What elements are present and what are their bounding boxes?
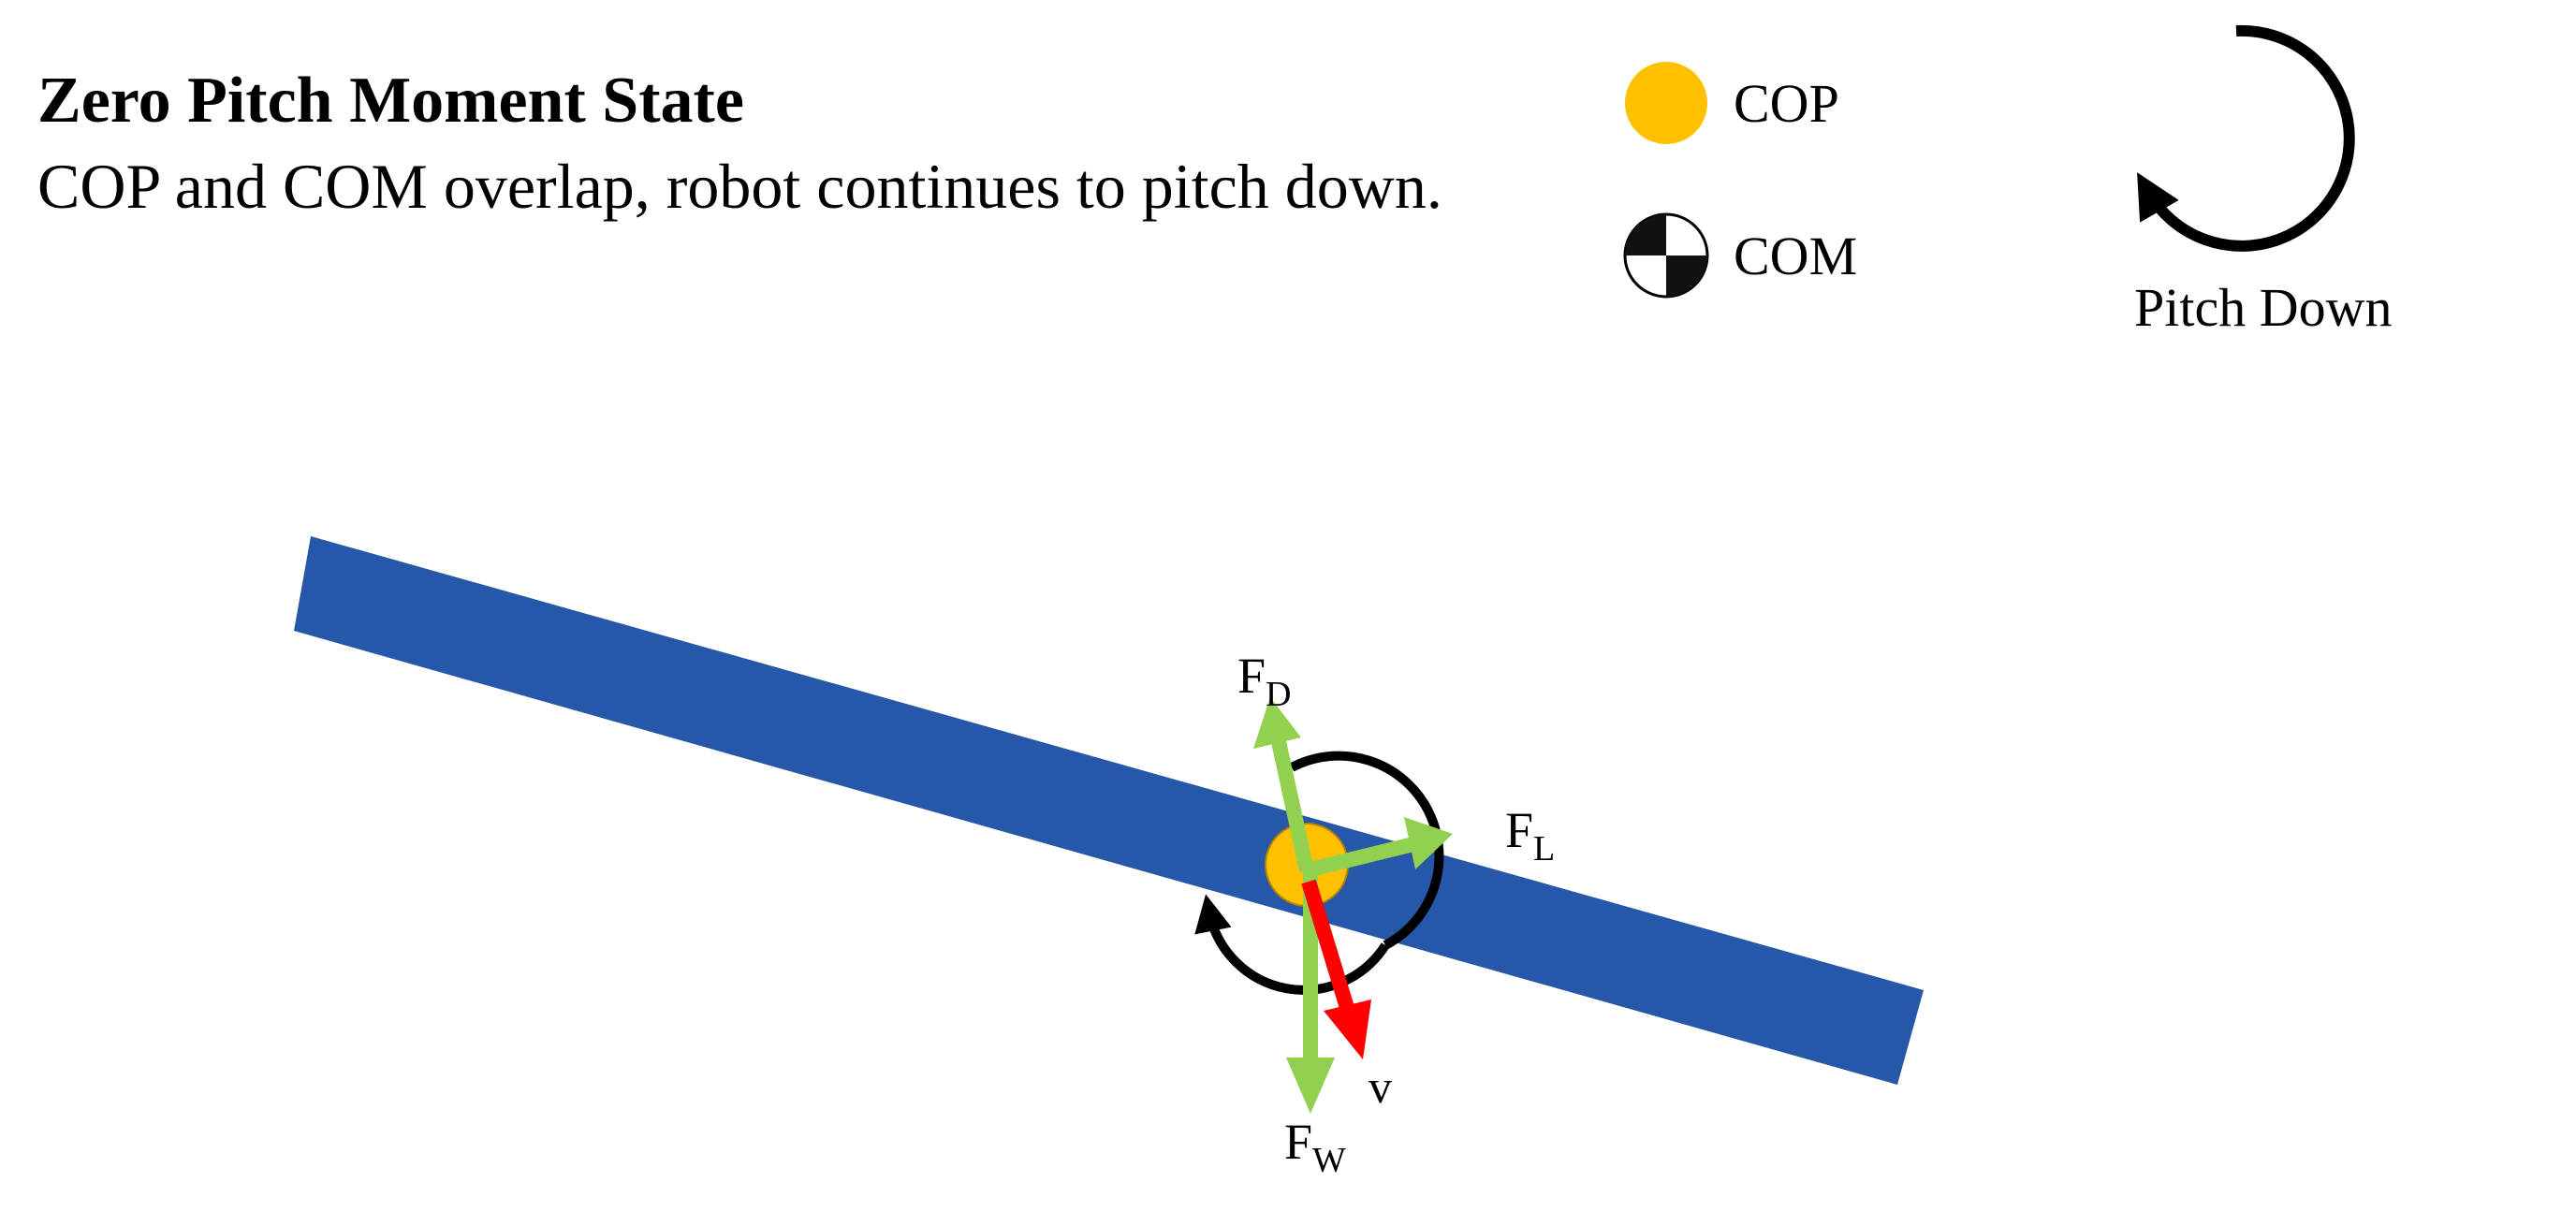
velocity-label: v: [1368, 1060, 1392, 1113]
moment-arc-icon: [1289, 751, 1444, 950]
pitch-down-label: Pitch Down: [2134, 277, 2393, 338]
drag-force-label: FD: [1237, 648, 1292, 714]
cop-legend-icon: [1625, 62, 1707, 144]
diagram-title: Zero Pitch Moment State: [37, 65, 744, 137]
velocity-arrow: [1301, 879, 1371, 1059]
legend-com-label: COM: [1734, 226, 1857, 286]
legend-com: COM: [1623, 212, 1857, 299]
robot-body: [294, 536, 1924, 1085]
weight-force-label: FW: [1284, 1114, 1346, 1180]
legend-cop-label: COP: [1734, 73, 1839, 134]
lift-force-arrow: [1305, 817, 1453, 878]
clockwise-arrow-icon: [2137, 24, 2355, 252]
lift-force-label: FL: [1505, 802, 1555, 868]
moment-arrow-icon: [1194, 894, 1390, 995]
com-legend-icon: [1623, 212, 1709, 299]
legend-cop: COP: [1625, 62, 1839, 144]
pitch-down-indicator: Pitch Down: [2134, 24, 2393, 338]
diagram-subtitle: COP and COM overlap, robot continues to …: [37, 151, 1442, 222]
drag-force-arrow: [1253, 697, 1314, 872]
